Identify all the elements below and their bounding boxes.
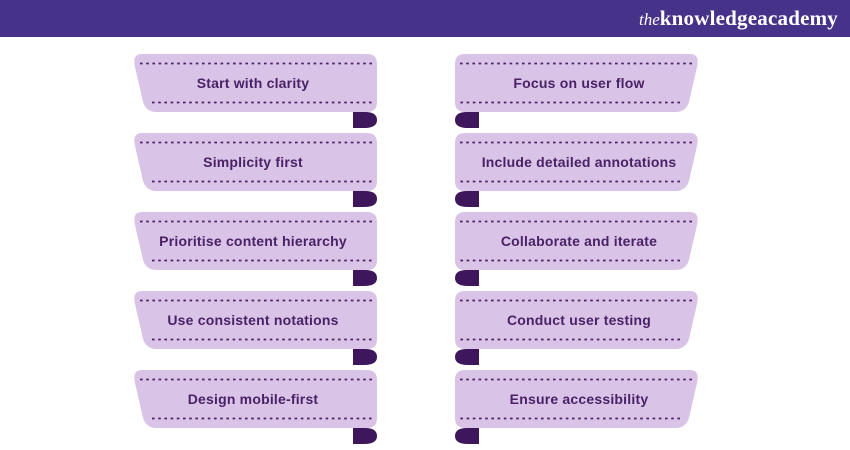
logo-the: the	[639, 10, 660, 29]
ribbon-card-left-3: Use consistent notations	[127, 291, 379, 366]
ribbon-body	[455, 212, 698, 270]
ribbon-fold	[455, 428, 479, 444]
ribbon-shape-svg	[455, 212, 698, 286]
ribbon-body	[455, 370, 698, 428]
ribbon-card-right-0: Focus on user flow	[453, 54, 705, 129]
ribbon-body	[134, 291, 377, 349]
ribbon-card-left-1: Simplicity first	[127, 133, 379, 208]
ribbon-body	[134, 212, 377, 270]
ribbon-body	[134, 133, 377, 191]
ribbon-body	[134, 54, 377, 112]
ribbon-card-right-2: Collaborate and iterate	[453, 212, 705, 287]
ribbon-body	[134, 370, 377, 428]
ribbon-fold	[455, 270, 479, 286]
ribbon-card-right-3: Conduct user testing	[453, 291, 705, 366]
ribbon-fold	[353, 270, 377, 286]
ribbon-fold	[353, 428, 377, 444]
ribbon-fold	[455, 191, 479, 207]
ribbon-body	[455, 54, 698, 112]
ribbon-shape-svg	[455, 291, 698, 365]
cards-grid: Start with clarity Simplicity first Prio…	[127, 54, 707, 444]
ribbon-shape-svg	[455, 54, 698, 128]
logo-academy: academy	[757, 6, 838, 30]
ribbon-fold	[455, 349, 479, 365]
ribbon-shape-svg	[455, 133, 698, 207]
ribbon-fold	[353, 112, 377, 128]
ribbon-card-left-4: Design mobile-first	[127, 370, 379, 445]
ribbon-card-right-4: Ensure accessibility	[453, 370, 705, 445]
ribbon-body	[455, 133, 698, 191]
ribbon-card-left-2: Prioritise content hierarchy	[127, 212, 379, 287]
ribbon-shape-svg	[134, 370, 377, 444]
ribbon-shape-svg	[134, 54, 377, 128]
ribbon-shape-svg	[134, 133, 377, 207]
ribbon-card-right-1: Include detailed annotations	[453, 133, 705, 208]
ribbon-fold	[455, 112, 479, 128]
ribbon-fold	[353, 191, 377, 207]
ribbon-shape-svg	[134, 212, 377, 286]
ribbon-body	[455, 291, 698, 349]
logo-knowledge: knowledge	[659, 6, 758, 30]
ribbon-shape-svg	[455, 370, 698, 444]
ribbon-card-left-0: Start with clarity	[127, 54, 379, 129]
ribbon-shape-svg	[134, 291, 377, 365]
ribbon-fold	[353, 349, 377, 365]
